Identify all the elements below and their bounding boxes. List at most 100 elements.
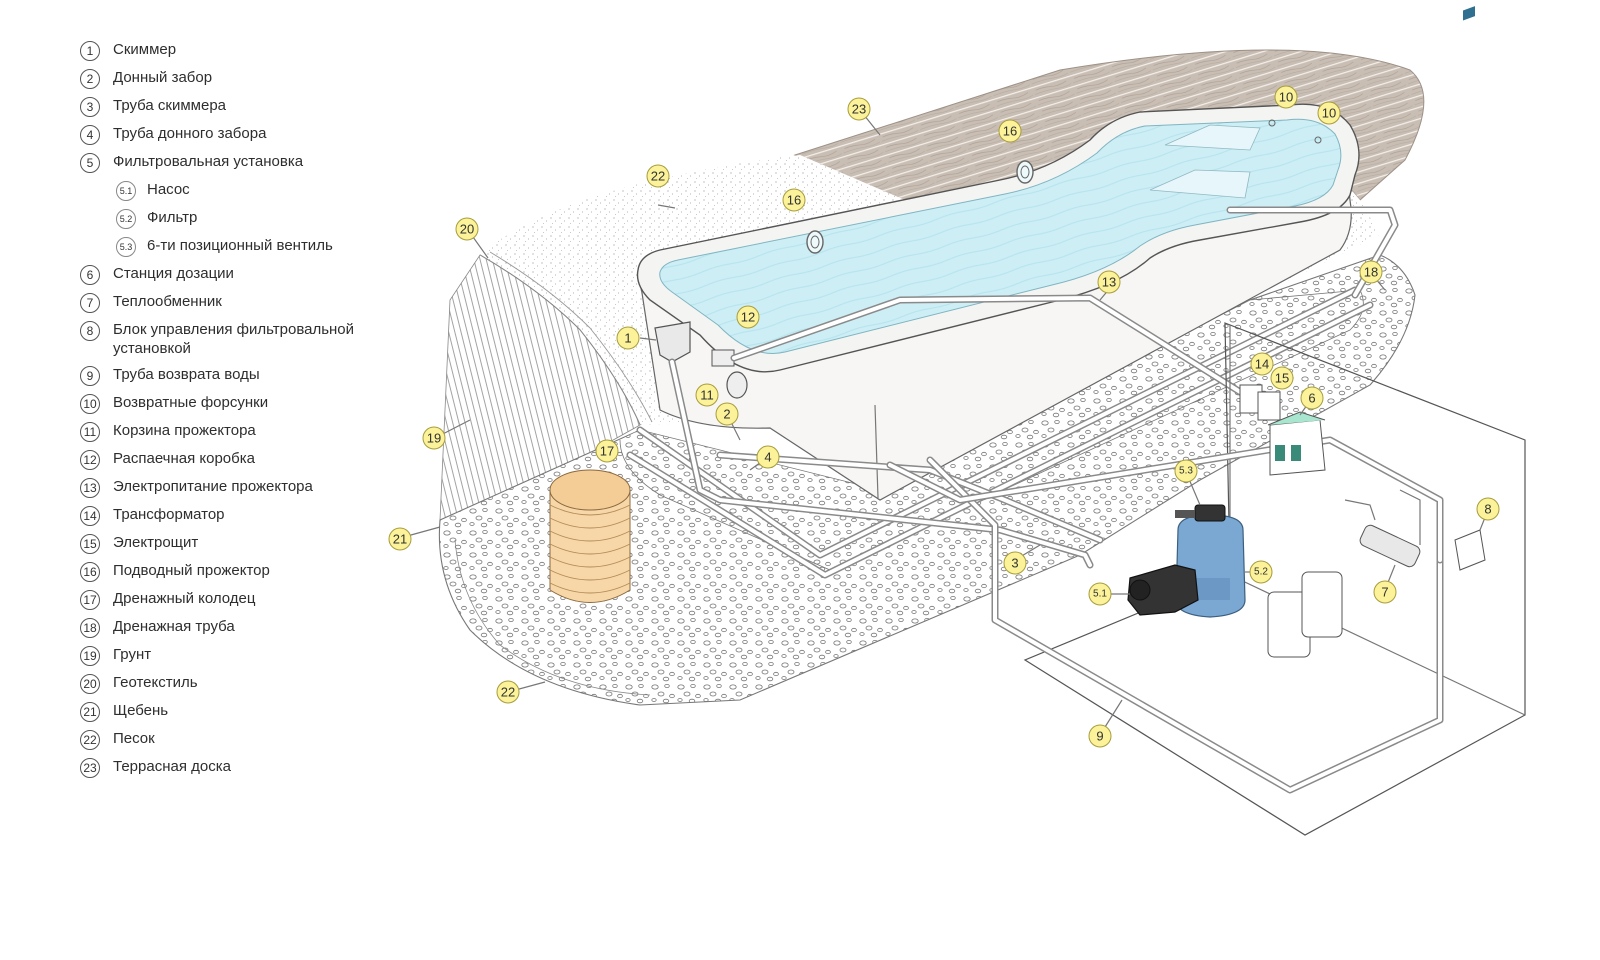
- callout-23: 23: [847, 97, 871, 121]
- callout-5-3: 5.3: [1174, 459, 1198, 483]
- callout-7: 7: [1373, 580, 1397, 604]
- heat-exchanger: [1359, 524, 1421, 568]
- legend-label: Станция дозации: [113, 265, 234, 282]
- light-basket: [726, 371, 748, 399]
- svg-text:13: 13: [1102, 275, 1116, 290]
- legend-number: 13: [80, 478, 100, 498]
- legend-number: 8: [80, 321, 100, 341]
- svg-text:9: 9: [1096, 729, 1103, 744]
- legend-item: 20 Геотекстиль: [80, 673, 380, 694]
- svg-text:16: 16: [787, 193, 801, 208]
- legend-number: 16: [80, 562, 100, 582]
- legend-item: 5.2 Фильтр: [116, 208, 380, 229]
- legend-label: Фильтр: [147, 209, 198, 226]
- svg-text:12: 12: [741, 310, 755, 325]
- legend-label: Грунт: [113, 646, 152, 663]
- legend-number: 20: [80, 674, 100, 694]
- legend-label: Донный забор: [113, 69, 213, 86]
- drainage-well: [549, 469, 631, 603]
- legend-number: 10: [80, 394, 100, 414]
- legend-number: 7: [80, 293, 100, 313]
- chemical-canister: [1301, 571, 1343, 638]
- legend-item: 19 Грунт: [80, 645, 380, 666]
- svg-text:17: 17: [600, 444, 614, 459]
- legend-label: Трансформатор: [113, 506, 225, 523]
- svg-text:15: 15: [1275, 371, 1289, 386]
- switchboard: [1257, 391, 1281, 421]
- return-jet: [1268, 119, 1276, 127]
- svg-text:10: 10: [1322, 106, 1336, 121]
- legend-number: 17: [80, 590, 100, 610]
- legend-item: 9 Труба возврата воды: [80, 365, 380, 386]
- callout-5-2: 5.2: [1249, 560, 1273, 584]
- legend-label: Фильтровальная установка: [113, 153, 304, 170]
- callout-16a: 16: [782, 188, 806, 212]
- legend-number: 1: [80, 41, 100, 61]
- legend-number: 3: [80, 97, 100, 117]
- svg-text:4: 4: [764, 450, 771, 465]
- legend-item: 1 Скиммер: [80, 40, 380, 61]
- svg-text:20: 20: [460, 222, 474, 237]
- legend-item: 18 Дренажная труба: [80, 617, 380, 638]
- legend-label: Скиммер: [113, 41, 177, 58]
- legend-label: Труба донного забора: [113, 125, 267, 142]
- return-jet: [1314, 136, 1322, 144]
- legend-label: Песок: [113, 730, 155, 747]
- legend-number: 9: [80, 366, 100, 386]
- legend-number: 4: [80, 125, 100, 145]
- legend-number: 18: [80, 618, 100, 638]
- legend-number: 11: [80, 422, 100, 442]
- callout-18: 18: [1359, 260, 1383, 284]
- legend-number: 19: [80, 646, 100, 666]
- callout-11: 11: [695, 383, 719, 407]
- legend-label: Геотекстиль: [113, 674, 198, 691]
- svg-text:5.1: 5.1: [1093, 589, 1107, 600]
- svg-text:7: 7: [1381, 585, 1388, 600]
- callout-8: 8: [1476, 497, 1500, 521]
- callout-21: 21: [388, 527, 412, 551]
- legend-number: 5.2: [116, 209, 136, 229]
- underwater-light: [1016, 160, 1034, 184]
- legend-label: Насос: [147, 181, 190, 198]
- svg-text:11: 11: [700, 388, 714, 403]
- callout-19: 19: [422, 426, 446, 450]
- legend-item: 5.1 Насос: [116, 180, 380, 201]
- callout-22a: 22: [646, 164, 670, 188]
- svg-text:2: 2: [723, 407, 730, 422]
- legend-label: Труба возврата воды: [113, 366, 260, 383]
- svg-text:23: 23: [852, 102, 866, 117]
- legend-number: 12: [80, 450, 100, 470]
- callout-10a: 10: [1274, 85, 1298, 109]
- svg-text:18: 18: [1364, 265, 1378, 280]
- gravel-bed: [438, 254, 1416, 706]
- svg-text:21: 21: [393, 532, 407, 547]
- legend-label: Корзина прожектора: [113, 422, 256, 439]
- callout-6: 6: [1300, 386, 1324, 410]
- legend-number: 5.3: [116, 237, 136, 257]
- pump: [1127, 564, 1199, 616]
- svg-text:16: 16: [1003, 124, 1017, 139]
- legend-label: Теплообменник: [113, 293, 222, 310]
- legend-label: Дренажная труба: [113, 618, 235, 635]
- multiport-valve: [1194, 504, 1226, 522]
- svg-text:6: 6: [1308, 391, 1315, 406]
- skimmer: [654, 321, 691, 363]
- svg-text:8: 8: [1484, 502, 1491, 517]
- legend-number: 5.1: [116, 181, 136, 201]
- legend-label: Щебень: [113, 702, 169, 719]
- pool-water: [659, 118, 1342, 354]
- svg-text:3: 3: [1011, 556, 1018, 571]
